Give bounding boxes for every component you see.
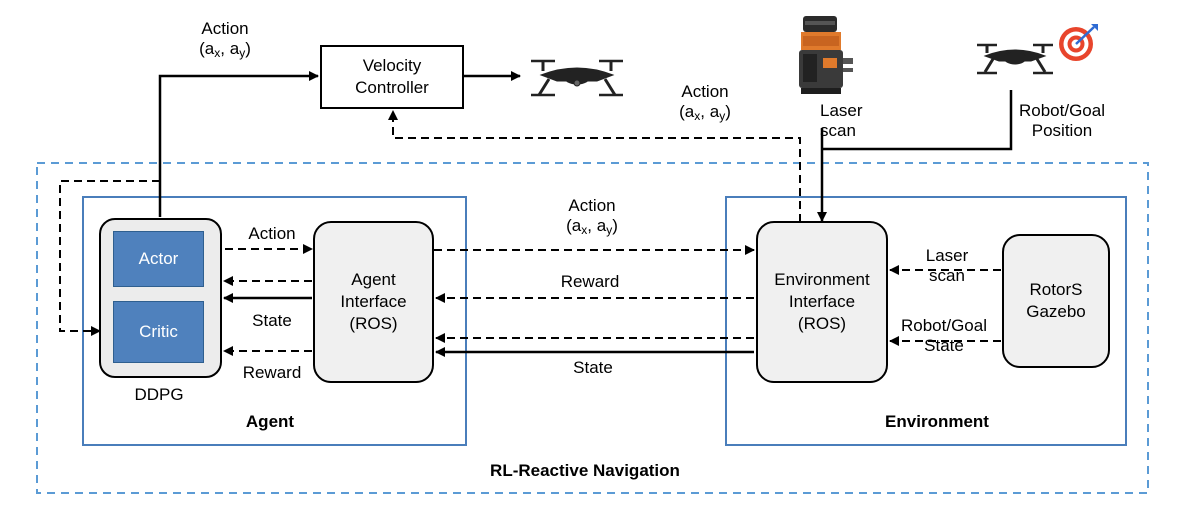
- env-action-label: Action (ax, ay): [679, 82, 731, 123]
- agent-interface-box: Agent Interface (ROS): [313, 221, 434, 383]
- robot-drone-icon: [977, 43, 1053, 75]
- agent-action-label: Action: [248, 224, 296, 243]
- gazebo-laser-scan-label: Laser scan: [925, 246, 969, 285]
- robot-goal-position-label: Robot/Goal Position: [1019, 101, 1105, 140]
- laser-scan-label: Laser scan: [820, 101, 863, 140]
- target-bullseye-icon: [1059, 24, 1098, 61]
- top-action-vector: (ax, ay): [199, 39, 251, 60]
- ddpg-label: DDPG: [134, 385, 184, 404]
- agent-reward-label: Reward: [242, 363, 302, 382]
- middle-reward-label: Reward: [560, 272, 620, 291]
- agent-title: Agent: [245, 412, 295, 431]
- middle-state-label: State: [573, 358, 613, 377]
- agent-frame: [82, 196, 467, 446]
- rl-navigation-frame: [36, 162, 1149, 494]
- top-action-label: Action (ax, ay): [188, 19, 262, 63]
- velocity-controller-box: Velocity Controller: [320, 45, 464, 109]
- robot-goal-position-line: [822, 90, 1013, 151]
- laser-scanner-icon: [799, 16, 853, 94]
- actor-module: Actor: [113, 231, 204, 287]
- rotors-gazebo-box: RotorS Gazebo: [1002, 234, 1110, 368]
- critic-module: Critic: [113, 301, 204, 363]
- rl-navigation-title: RL-Reactive Navigation: [490, 461, 680, 480]
- environment-interface-box: Environment Interface (ROS): [756, 221, 888, 383]
- ddpg-action-to-controller-arrow: [158, 71, 319, 217]
- gazebo-robot-goal-label: Robot/Goal State: [901, 316, 987, 355]
- environment-title: Environment: [885, 412, 989, 431]
- environment-frame: [725, 196, 1127, 446]
- action-feedback-to-critic-arrow: [59, 180, 160, 336]
- quadcopter-drone-icon: [531, 59, 623, 97]
- middle-action-label: Action (ax, ay): [566, 196, 618, 237]
- env-action-to-controller-arrow: [388, 110, 801, 222]
- agent-state-label: State: [252, 311, 292, 330]
